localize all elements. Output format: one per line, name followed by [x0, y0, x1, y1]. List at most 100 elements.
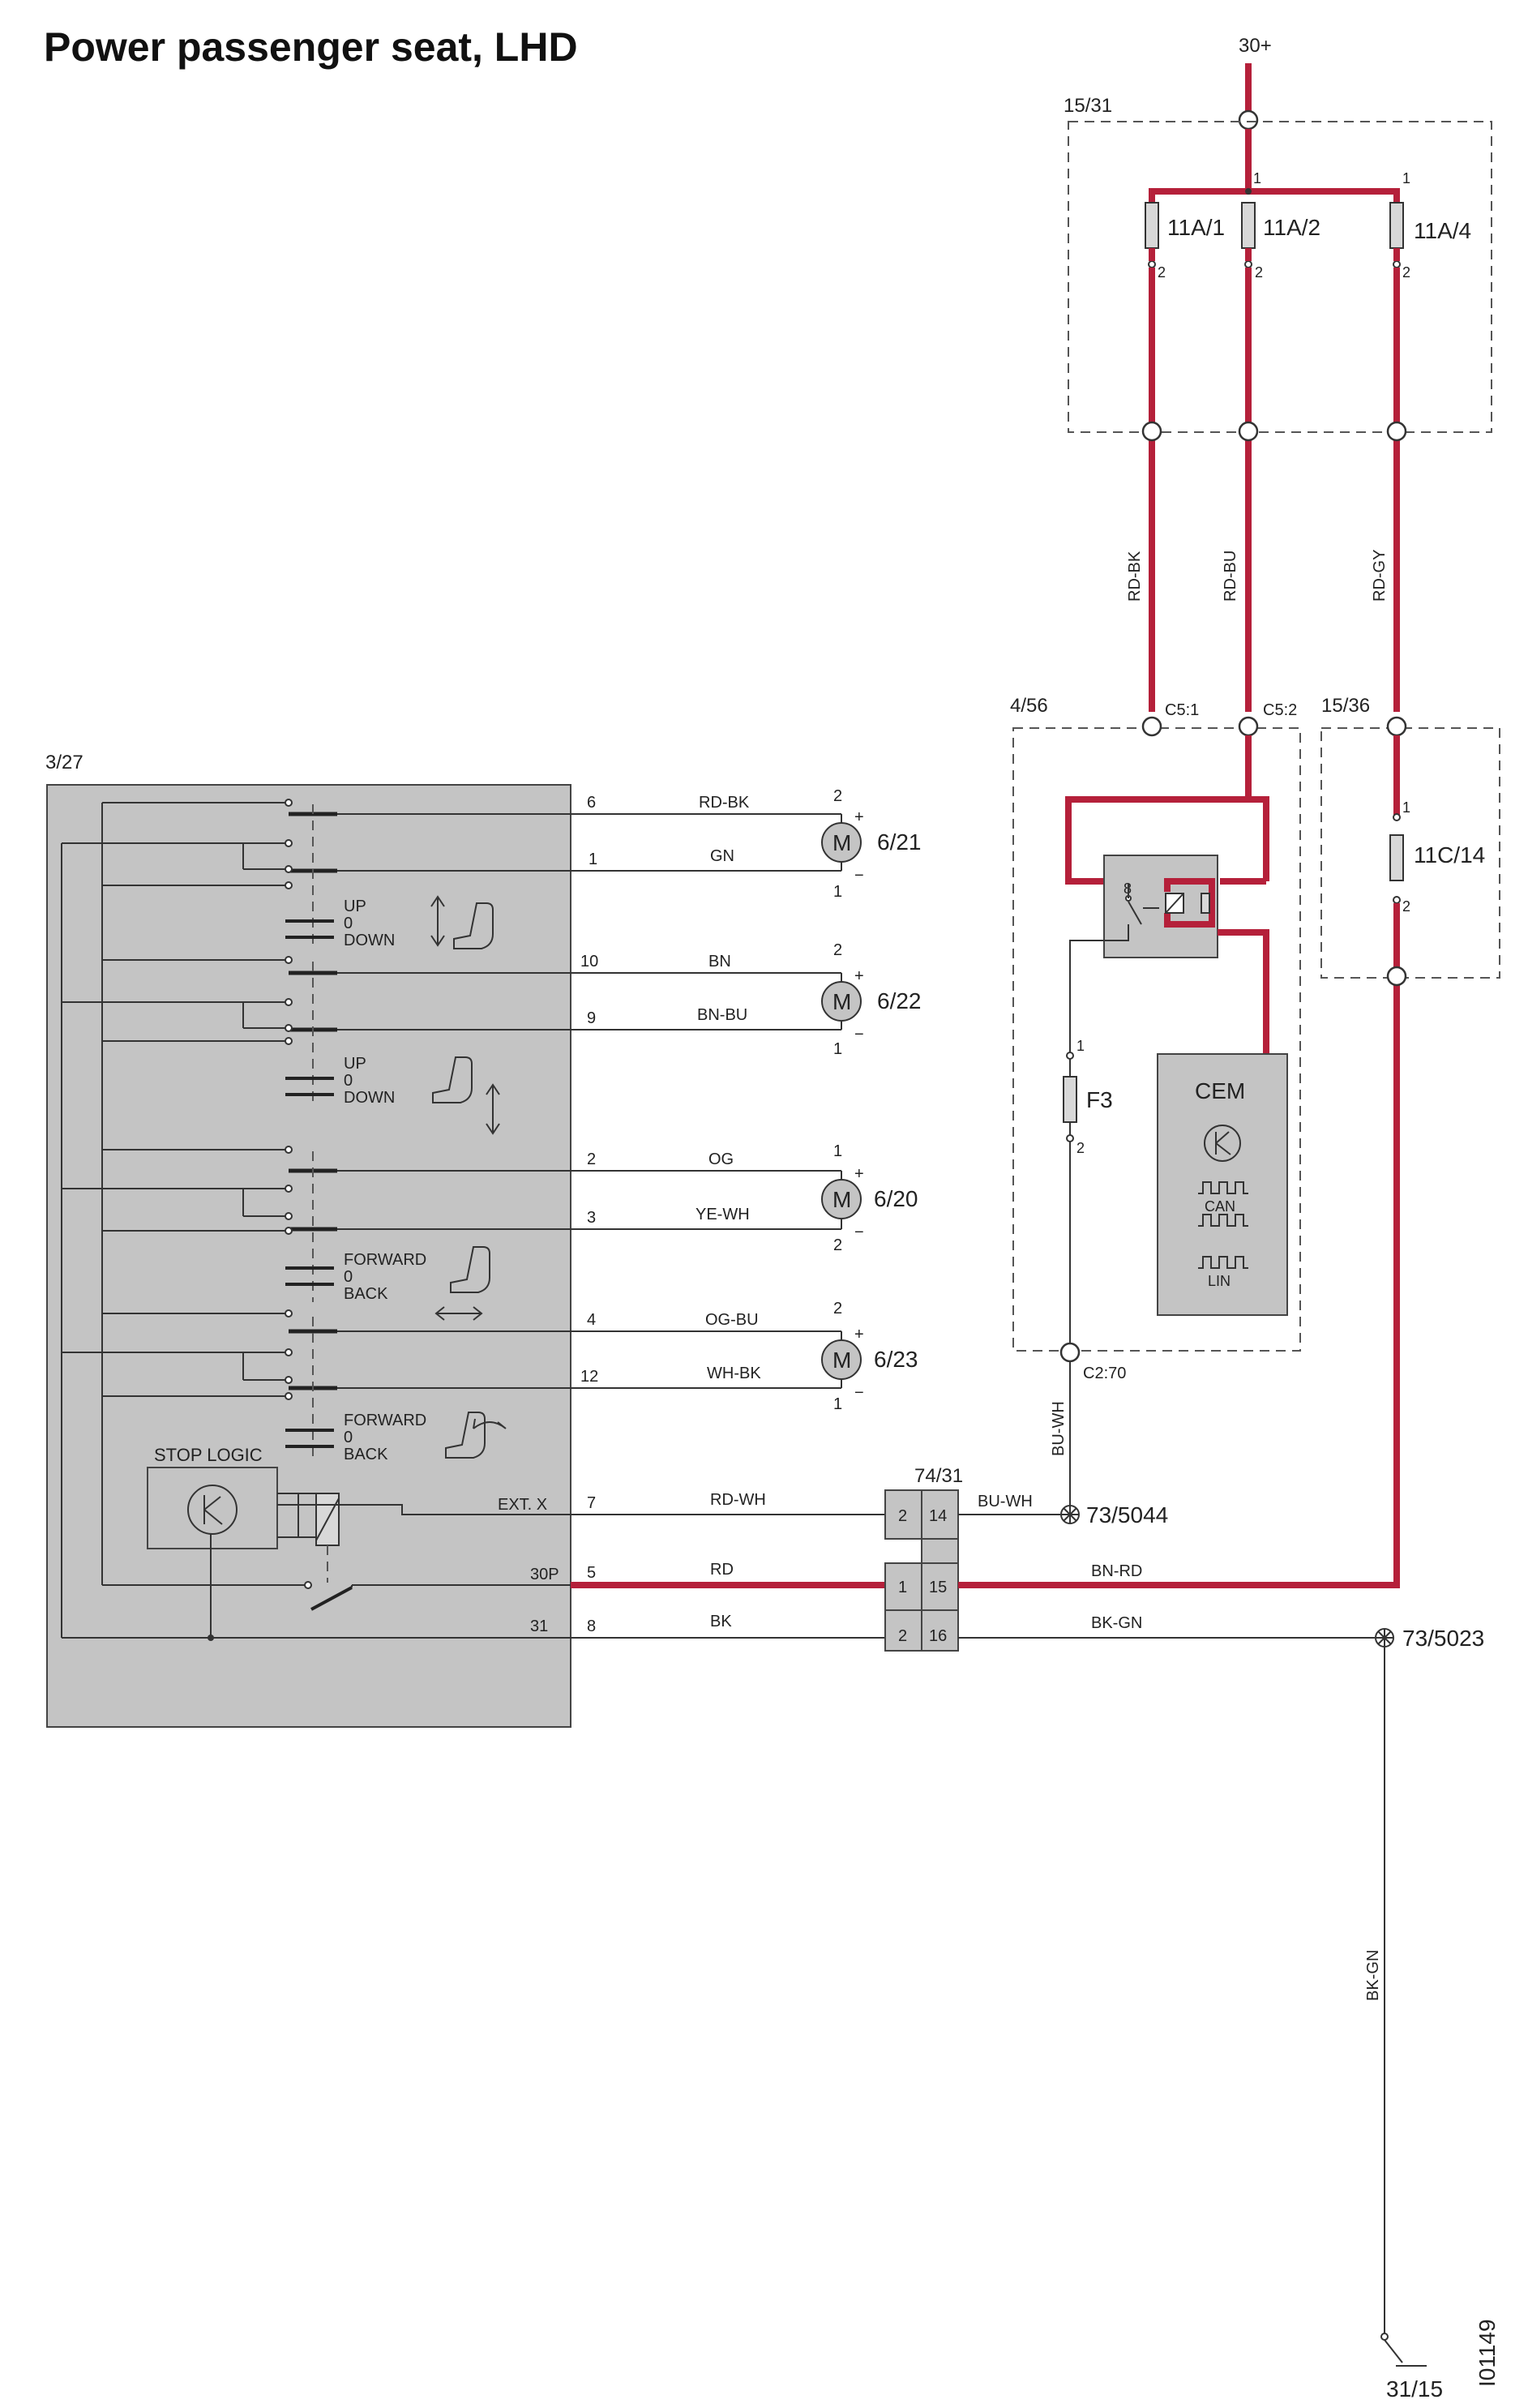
fuse-box-2-outline — [1320, 727, 1500, 979]
seat-up-down-arrow-icon — [430, 895, 445, 947]
seat-slide-icon — [450, 1246, 490, 1293]
svg-text:2: 2 — [898, 1507, 907, 1525]
connector-74-31: 2 14 1 15 2 16 — [884, 1489, 959, 1652]
fuse-11c-14 — [1389, 834, 1404, 881]
svg-text:2: 2 — [833, 787, 842, 805]
svg-text:2: 2 — [1402, 898, 1410, 915]
svg-text:FORWARD: FORWARD — [344, 1412, 426, 1429]
svg-text:0: 0 — [344, 1072, 353, 1090]
connector-c5-1 — [1141, 716, 1162, 737]
svg-text:RD: RD — [710, 1561, 734, 1579]
svg-text:1: 1 — [833, 1040, 842, 1058]
svg-text:0: 0 — [344, 1268, 353, 1286]
wire-label-bu-wh: BU-WH — [1050, 1401, 1068, 1456]
svg-text:1: 1 — [1076, 1038, 1085, 1054]
svg-text:9: 9 — [587, 1009, 596, 1027]
svg-text:11A/2: 11A/2 — [1263, 215, 1320, 240]
fuse-f3: 1 F3 2 — [1063, 1038, 1113, 1156]
cem-title: CEM — [1195, 1078, 1245, 1103]
svg-text:OG-BU: OG-BU — [705, 1311, 759, 1329]
svg-text:−: − — [854, 1384, 864, 1402]
fuse-box-id: 15/31 — [1064, 95, 1112, 117]
wire-label-rd-gy: RD-GY — [1371, 550, 1389, 602]
splice-73-5044 — [1060, 1505, 1080, 1524]
wire-bn-rd — [958, 1568, 1400, 1588]
svg-text:10: 10 — [580, 953, 598, 970]
forward-back-arrow-icon — [434, 1306, 483, 1321]
svg-text:M: M — [832, 989, 851, 1014]
splice-73-5044-label: 73/5044 — [1086, 1502, 1168, 1527]
svg-text:30P: 30P — [530, 1566, 559, 1583]
svg-text:2: 2 — [1076, 1140, 1085, 1156]
connector-c5-2 — [1238, 716, 1259, 737]
svg-text:+: + — [854, 808, 864, 826]
svg-text:C2:70: C2:70 — [1083, 1365, 1126, 1382]
seat-icon — [453, 902, 494, 949]
lin-signal-icon — [1198, 1256, 1248, 1269]
svg-text:BK: BK — [710, 1613, 732, 1630]
svg-text:2: 2 — [1255, 264, 1263, 281]
svg-text:1: 1 — [589, 851, 597, 868]
stop-logic-transistor-icon — [187, 1485, 238, 1535]
main-switch-30p — [310, 1586, 353, 1611]
wire-label-bk-gn-vertical: BK-GN — [1364, 1950, 1382, 2001]
svg-text:−: − — [854, 1026, 864, 1043]
svg-text:2: 2 — [1158, 264, 1166, 281]
svg-text:OG: OG — [708, 1150, 734, 1168]
svg-text:+: + — [854, 1165, 864, 1183]
svg-text:F3: F3 — [1086, 1087, 1113, 1112]
svg-text:15: 15 — [929, 1579, 947, 1596]
fuse-11a-2: 11A/2 1 2 — [1241, 170, 1320, 281]
switch-module-id: 3/27 — [45, 752, 83, 773]
svg-text:1: 1 — [1402, 170, 1410, 186]
motor-6-22: M 2 + − 1 6/22 — [821, 941, 922, 1058]
svg-text:1: 1 — [833, 883, 842, 901]
switch-forward-back-1[interactable] — [62, 1146, 337, 1302]
switch-up-down-2[interactable] — [62, 956, 337, 1108]
tilt-arrow-icon — [486, 1083, 500, 1135]
svg-text:FORWARD: FORWARD — [344, 1251, 426, 1269]
switch-up-down-1[interactable] — [62, 799, 337, 949]
svg-text:−: − — [854, 1223, 864, 1241]
can-signal-icon — [1198, 1181, 1248, 1194]
svg-text:UP: UP — [344, 898, 366, 915]
svg-text:1: 1 — [1402, 799, 1410, 816]
splice-73-5023-label: 73/5023 — [1402, 1626, 1484, 1651]
fuse-11a-4: 11A/4 1 2 — [1389, 170, 1471, 281]
svg-text:EXT. X: EXT. X — [498, 1496, 547, 1514]
wire-label-rd-bu: RD-BU — [1222, 551, 1239, 602]
svg-text:12: 12 — [580, 1368, 598, 1386]
svg-text:1: 1 — [833, 1395, 842, 1413]
stop-logic-label: STOP LOGIC — [154, 1445, 263, 1465]
svg-text:WH-BK: WH-BK — [707, 1365, 761, 1382]
supply-node — [1238, 109, 1259, 131]
svg-text:BK-GN: BK-GN — [1091, 1614, 1142, 1632]
svg-text:31: 31 — [530, 1617, 548, 1635]
svg-text:M: M — [832, 1348, 851, 1373]
svg-text:2: 2 — [833, 1236, 842, 1254]
drawing-id: I01149 — [1474, 2319, 1500, 2387]
svg-text:2: 2 — [1402, 264, 1410, 281]
svg-text:5: 5 — [587, 1564, 596, 1582]
svg-text:C5:1: C5:1 — [1165, 701, 1199, 719]
svg-text:1: 1 — [898, 1579, 907, 1596]
switch-forward-back-2[interactable] — [62, 1309, 337, 1463]
splice-73-5023 — [1375, 1628, 1394, 1647]
svg-text:1: 1 — [1253, 170, 1261, 186]
svg-text:4: 4 — [587, 1311, 596, 1329]
svg-text:CAN: CAN — [1205, 1198, 1235, 1215]
svg-text:6/21: 6/21 — [877, 829, 922, 855]
svg-text:14: 14 — [929, 1507, 947, 1525]
backrest-arrow-icon — [473, 1418, 507, 1429]
page-title: Power passenger seat, LHD — [44, 24, 578, 70]
svg-text:C5:2: C5:2 — [1263, 701, 1297, 719]
fuse-box-outline — [1068, 121, 1492, 433]
svg-text:UP: UP — [344, 1055, 366, 1073]
wire-label-rd-bk: RD-BK — [1126, 551, 1144, 602]
svg-text:0: 0 — [344, 1429, 353, 1446]
svg-text:6/20: 6/20 — [874, 1186, 918, 1211]
fuse-box-2-id: 15/36 — [1321, 695, 1370, 717]
svg-text:+: + — [854, 967, 864, 985]
ground-icon — [1380, 2333, 1427, 2367]
svg-text:BN-RD: BN-RD — [1091, 1562, 1142, 1580]
